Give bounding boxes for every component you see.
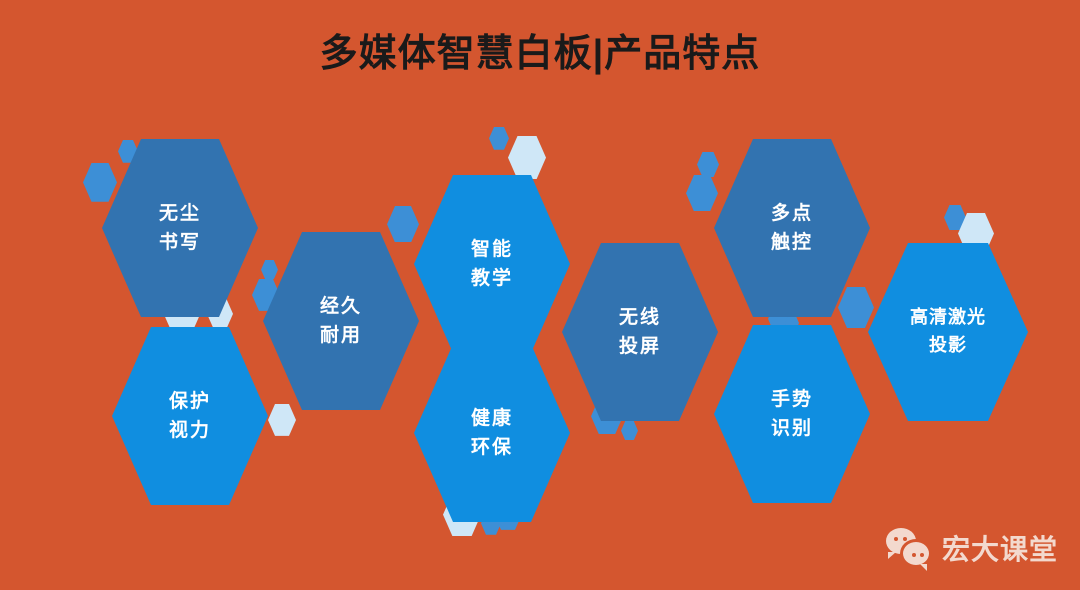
feature-label: 经久 耐用 [319, 295, 362, 346]
decorative-hexagon [83, 163, 117, 202]
feature-hexagon-durable[interactable]: 经久 耐用 [263, 232, 419, 410]
decorative-hexagon [944, 205, 966, 231]
feature-hexagon-gesture-control[interactable]: 手势 识别 [714, 325, 870, 503]
decorative-hexagon [261, 260, 278, 280]
watermark-label: 宏大课堂 [941, 534, 1058, 565]
feature-label: 健康 环保 [470, 407, 513, 458]
feature-label: 无尘 书写 [158, 202, 201, 253]
decorative-hexagon [489, 127, 509, 150]
feature-label: 保护 视力 [168, 390, 211, 441]
feature-hexagon-dust-free-writing[interactable]: 无尘 书写 [102, 139, 258, 317]
decorative-hexagon [268, 404, 296, 436]
wechat-icon [885, 528, 932, 571]
page-title: 多媒体智慧白板|产品特点 [319, 33, 761, 75]
feature-hexagon-smart-teaching[interactable]: 智能 教学 [414, 175, 570, 353]
feature-label: 无线 投屏 [618, 306, 661, 357]
feature-hexagon-healthy-eco[interactable]: 健康 环保 [414, 344, 570, 522]
feature-label: 智能 教学 [470, 238, 513, 289]
decorative-hexagon [838, 287, 874, 329]
feature-hexagon-eye-protection[interactable]: 保护 视力 [112, 327, 268, 505]
feature-hexagon-wireless-casting[interactable]: 无线 投屏 [562, 243, 718, 421]
feature-label: 手势 识别 [770, 388, 813, 439]
feature-label: 高清激光 投影 [910, 307, 986, 355]
decorative-hexagon [508, 136, 546, 180]
decorative-hexagon [697, 152, 719, 178]
feature-label: 多点 触控 [770, 202, 813, 253]
decorative-hexagon [686, 175, 718, 212]
decorative-hexagon [387, 206, 419, 243]
feature-hexagon-hd-laser-proj[interactable]: 高清激光 投影 [868, 243, 1028, 421]
decorative-hexagon [621, 421, 638, 441]
decorative-hexagon [118, 140, 138, 163]
watermark: 宏大课堂 [885, 528, 1058, 571]
